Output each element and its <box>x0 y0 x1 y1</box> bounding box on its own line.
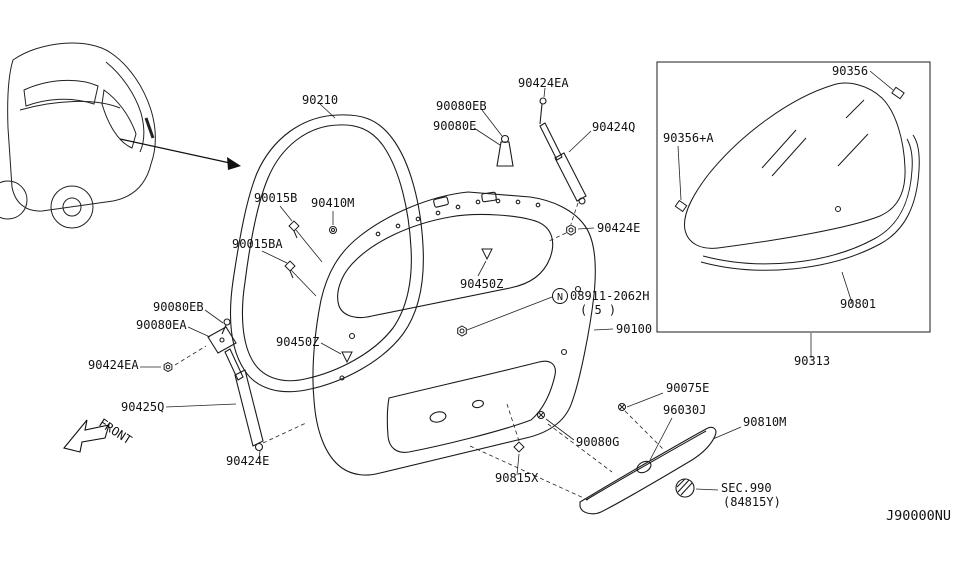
sec-ref-line1: SEC.990 <box>721 481 772 495</box>
gas-strut-left-drawing <box>207 318 264 452</box>
part-label-90424ea-left: 90424EA <box>88 358 139 372</box>
front-direction-arrow <box>63 419 110 453</box>
part-label-90075e: 90075E <box>666 381 709 395</box>
gas-strut-right-drawing <box>496 97 587 205</box>
leader-lines <box>140 70 894 491</box>
fastener-note: N 08911-2062H ( 5 ) <box>552 288 649 317</box>
fastener-note-number: 08911-2062H <box>570 289 649 303</box>
part-label-90080e: 90080E <box>433 119 476 133</box>
part-label-90801: 90801 <box>840 297 876 311</box>
part-label-90080g: 90080G <box>576 435 619 449</box>
part-label-90815x: 90815X <box>495 471 539 485</box>
bolt-90424ea-left <box>163 361 173 373</box>
part-label-90356a: 90356+A <box>663 131 714 145</box>
vehicle-thumbnail <box>0 42 156 229</box>
glass-box <box>656 61 931 333</box>
part-label-90100: 90100 <box>616 322 652 336</box>
screw-90075e <box>618 403 626 411</box>
part-label-90080ea: 90080EA <box>136 318 187 332</box>
clip-90015b <box>288 220 300 239</box>
part-labels: 90210 90424EA 90080EB 90080E 90424Q 9035… <box>88 64 951 524</box>
emblem-sec990-drawing <box>675 478 695 498</box>
grommet-90410m <box>329 226 337 234</box>
part-label-90425q: 90425Q <box>121 400 164 414</box>
plug-90450z-center <box>481 248 493 261</box>
pointer-arrow <box>119 138 241 170</box>
part-label-90015ba: 90015BA <box>232 237 283 251</box>
part-label-90410m: 90410M <box>311 196 354 210</box>
back-door-panel-drawing <box>312 191 596 476</box>
part-label-90313: 90313 <box>794 354 830 368</box>
part-label-96030j: 96030J <box>663 403 706 417</box>
back-window-glass-drawing <box>683 82 906 249</box>
fastener-glyphs <box>163 220 626 453</box>
clip-90815x <box>513 441 525 453</box>
weatherstrip-drawing <box>230 114 424 393</box>
plug-90450z-left <box>341 351 353 364</box>
part-label-90810m: 90810M <box>743 415 786 429</box>
clip-90356 <box>891 86 905 100</box>
sec-reference: SEC.990 (84815Y) <box>721 481 781 509</box>
part-label-90210: 90210 <box>302 93 338 107</box>
part-label-90080eb-left: 90080EB <box>153 300 204 314</box>
license-finisher-drawing <box>579 426 717 515</box>
nut-08911 <box>457 325 467 337</box>
bolt-90424e-right <box>566 224 576 236</box>
part-label-90450z-left: 90450Z <box>276 335 319 349</box>
part-label-90424q: 90424Q <box>592 120 635 134</box>
clip-90015ba <box>284 260 296 279</box>
screw-90080g <box>537 411 545 419</box>
fastener-note-prefix: N <box>557 292 563 303</box>
diagram-code: J90000NU <box>886 508 951 524</box>
part-label-90424e-bottom: 90424E <box>226 454 269 468</box>
part-label-90450z-center: 90450Z <box>460 277 503 291</box>
part-label-90356: 90356 <box>832 64 868 78</box>
part-label-90424e-right: 90424E <box>597 221 640 235</box>
sec-ref-line2: (84815Y) <box>723 495 781 509</box>
part-label-90424ea-top: 90424EA <box>518 76 569 90</box>
clip-90356a <box>674 199 688 213</box>
fastener-note-qty: ( 5 ) <box>580 303 616 317</box>
part-label-90080eb-top: 90080EB <box>436 99 487 113</box>
glass-weatherstrip-drawing <box>700 134 920 271</box>
dashed-lines <box>174 202 665 501</box>
part-label-90015b: 90015B <box>254 191 297 205</box>
